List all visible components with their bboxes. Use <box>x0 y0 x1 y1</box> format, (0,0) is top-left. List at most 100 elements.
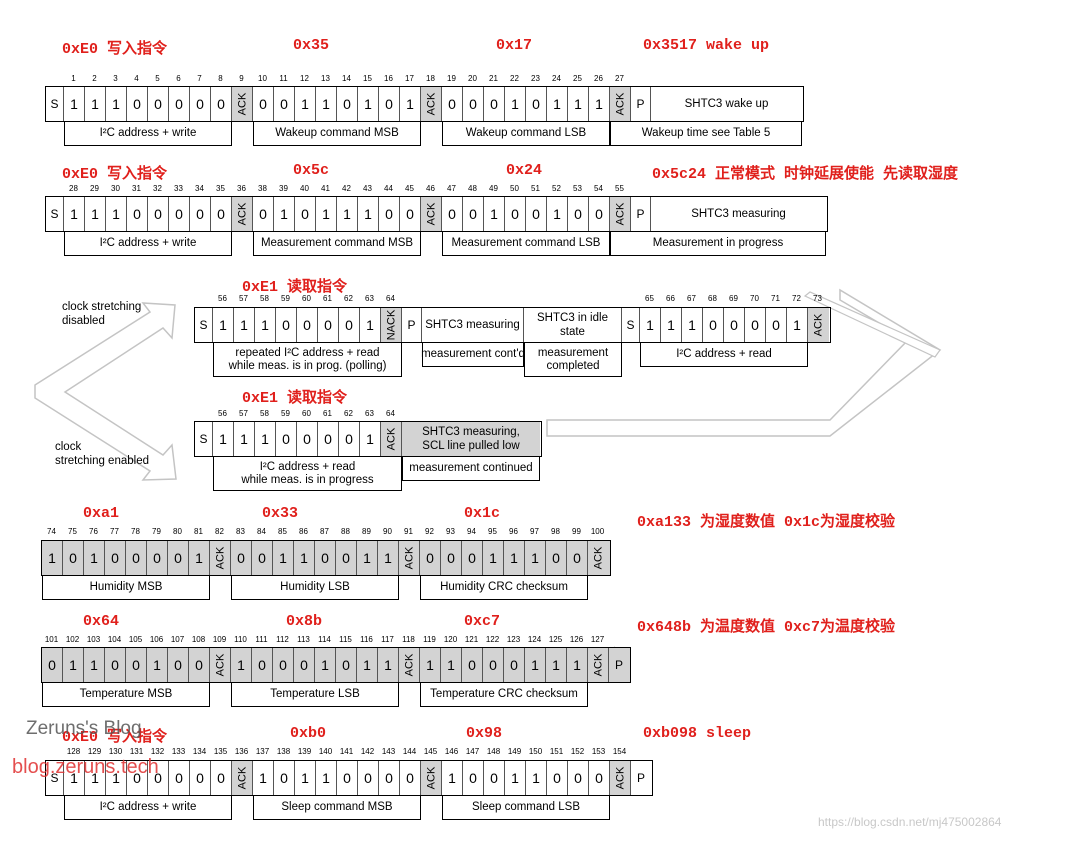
stop-cell: P <box>631 87 651 121</box>
bit-cell: 0 <box>589 761 610 795</box>
ack-cell: ACK <box>610 197 631 231</box>
field-label: Temperature LSB <box>231 683 399 707</box>
bit-index: 145 <box>423 747 438 756</box>
bit-index: 138 <box>276 747 291 756</box>
bit-index: 64 <box>386 409 395 418</box>
bit-cell: 0 <box>168 541 189 575</box>
bit-cell: 1 <box>682 308 703 342</box>
bit-index: 53 <box>573 184 582 193</box>
clock-stretching-enabled-label: clock stretching enabled <box>55 441 149 467</box>
bit-index: 32 <box>153 184 162 193</box>
bit-index: 56 <box>218 409 227 418</box>
bit-cell: 1 <box>589 87 610 121</box>
bit-cell: 0 <box>295 197 316 231</box>
state-label-cell: SHTC3 measuring, SCL line pulled low <box>402 422 540 456</box>
bit-cell: 0 <box>274 761 295 795</box>
bit-index: 20 <box>468 74 477 83</box>
annotation-a11: 0xa1 <box>83 505 120 522</box>
bit-index: 24 <box>552 74 561 83</box>
bit-cell: 0 <box>105 541 126 575</box>
ack-label: ACK <box>812 313 825 337</box>
bit-index: 25 <box>573 74 582 83</box>
bit-cell: 1 <box>85 87 106 121</box>
ack-label: ACK <box>425 202 437 226</box>
bit-index: 108 <box>191 635 206 644</box>
bit-index: 9 <box>239 74 244 83</box>
start-cell: S <box>46 761 64 795</box>
bit-index: 19 <box>447 74 456 83</box>
stop-cell: P <box>402 308 422 342</box>
bit-cell: 1 <box>253 761 274 795</box>
bit-cell: 0 <box>484 87 505 121</box>
bit-index: 106 <box>149 635 164 644</box>
bit-cell: 1 <box>106 761 127 795</box>
start-cell: S <box>46 197 64 231</box>
annotation-a18: 0x648b 为温度数值 0xc7为温度校验 <box>637 619 896 636</box>
bit-cell: 1 <box>106 87 127 121</box>
field-label: Temperature MSB <box>42 683 210 707</box>
bit-index: 144 <box>402 747 417 756</box>
bit-index: 95 <box>488 527 497 536</box>
bit-index: 149 <box>507 747 522 756</box>
bit-index: 154 <box>612 747 627 756</box>
field-label: I²C address + read <box>640 343 808 367</box>
annotation-a16: 0x8b <box>286 613 323 630</box>
bit-index: 11 <box>279 74 288 83</box>
bit-cell: 0 <box>547 761 568 795</box>
bit-cell: 1 <box>295 761 316 795</box>
bit-index: 84 <box>257 527 266 536</box>
bit-index: 39 <box>279 184 288 193</box>
bit-index: 91 <box>404 527 413 536</box>
bit-index: 139 <box>297 747 312 756</box>
ack-cell: ACK <box>610 761 631 795</box>
bit-index: 88 <box>341 527 350 536</box>
bit-cell: 0 <box>231 541 252 575</box>
bit-index: 74 <box>47 527 56 536</box>
bit-cell: 1 <box>316 197 337 231</box>
bit-index: 66 <box>666 294 675 303</box>
bit-index: 148 <box>486 747 501 756</box>
bit-index: 96 <box>509 527 518 536</box>
bit-cell: 0 <box>766 308 787 342</box>
bit-cell: 0 <box>297 308 318 342</box>
bit-cell: 0 <box>546 541 567 575</box>
bit-cell: 1 <box>274 197 295 231</box>
bit-index: 28 <box>69 184 78 193</box>
ack-label: ACK <box>236 202 248 226</box>
upper-merge-line <box>803 291 941 358</box>
ack-cell: ACK <box>588 541 609 575</box>
bit-cell: 0 <box>315 541 336 575</box>
bit-index: 142 <box>360 747 375 756</box>
annotation-a14: 0xa133 为湿度数值 0x1c为湿度校验 <box>637 514 896 531</box>
merge-arrow-right-icon <box>546 288 942 437</box>
bit-index: 55 <box>615 184 624 193</box>
bit-cell: 0 <box>169 87 190 121</box>
ack-label: ACK <box>214 546 226 570</box>
bit-cell: 1 <box>661 308 682 342</box>
ack-label: ACK <box>425 92 437 116</box>
bit-cell: 0 <box>336 648 357 682</box>
bit-index: 152 <box>570 747 585 756</box>
ack-cell: ACK <box>210 648 231 682</box>
ack-label: ACK <box>236 766 248 790</box>
annotation-a8: 0x5c24 正常模式 时钟延展使能 先读取湿度 <box>652 166 959 183</box>
bit-cell: 1 <box>360 422 381 456</box>
bit-cell: 1 <box>546 648 567 682</box>
bit-index: 16 <box>384 74 393 83</box>
bit-index: 97 <box>530 527 539 536</box>
ack-label: ACK <box>403 653 415 677</box>
watermark-blog-title: Zeruns's Blog <box>26 718 142 739</box>
field-label: I²C address + write <box>64 232 232 256</box>
bit-cell: 0 <box>589 197 610 231</box>
ack-label: ACK <box>403 546 415 570</box>
bit-index: 59 <box>281 294 290 303</box>
bit-index: 35 <box>216 184 225 193</box>
bit-cell: 0 <box>339 422 360 456</box>
bit-index: 100 <box>590 527 605 536</box>
bit-index: 75 <box>68 527 77 536</box>
bit-cell: 1 <box>547 197 568 231</box>
